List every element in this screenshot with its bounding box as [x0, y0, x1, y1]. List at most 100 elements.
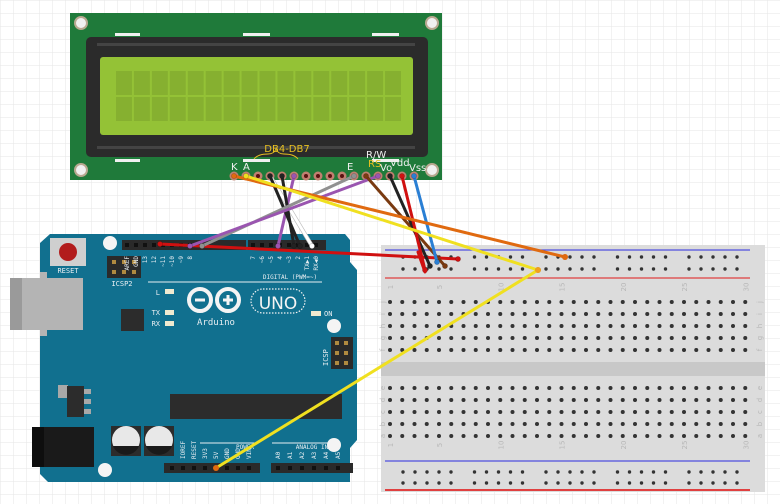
terminal-hole[interactable]: [522, 386, 527, 390]
terminal-hole[interactable]: [706, 324, 711, 328]
rail-hole[interactable]: [723, 255, 727, 259]
terminal-hole[interactable]: [535, 398, 539, 402]
terminal-hole[interactable]: [510, 398, 515, 402]
terminal-hole[interactable]: [473, 434, 478, 438]
terminal-hole[interactable]: [669, 336, 674, 340]
rail-hole[interactable]: [735, 267, 739, 271]
terminal-hole[interactable]: [510, 434, 515, 438]
rail-hole[interactable]: [520, 470, 525, 474]
terminal-hole[interactable]: [694, 300, 699, 304]
terminal-hole[interactable]: [596, 324, 601, 328]
terminal-hole[interactable]: [620, 386, 625, 390]
terminal-hole[interactable]: [400, 312, 405, 316]
terminal-hole[interactable]: [731, 434, 735, 438]
terminal-hole[interactable]: [743, 398, 748, 402]
terminal-hole[interactable]: [645, 312, 650, 316]
rail-hole[interactable]: [520, 255, 525, 259]
terminal-hole[interactable]: [547, 434, 552, 438]
terminal-hole[interactable]: [437, 324, 441, 328]
digital-pin[interactable]: [125, 243, 129, 247]
terminal-hole[interactable]: [706, 434, 711, 438]
terminal-hole[interactable]: [412, 336, 417, 340]
rail-hole[interactable]: [651, 267, 656, 271]
terminal-hole[interactable]: [522, 324, 527, 328]
terminal-hole[interactable]: [694, 434, 699, 438]
terminal-hole[interactable]: [718, 324, 723, 328]
terminal-hole[interactable]: [669, 312, 674, 316]
rail-hole[interactable]: [627, 255, 632, 259]
terminal-hole[interactable]: [449, 410, 454, 414]
rail-hole[interactable]: [687, 267, 691, 271]
terminal-hole[interactable]: [731, 312, 735, 316]
terminal-hole[interactable]: [608, 324, 613, 328]
terminal-hole[interactable]: [547, 312, 552, 316]
terminal-hole[interactable]: [706, 410, 711, 414]
terminal-hole[interactable]: [400, 324, 405, 328]
terminal-hole[interactable]: [388, 324, 392, 328]
terminal-hole[interactable]: [633, 348, 637, 352]
digital-pin[interactable]: [287, 243, 291, 247]
terminal-hole[interactable]: [657, 410, 662, 414]
rail-hole[interactable]: [568, 470, 572, 474]
terminal-hole[interactable]: [449, 336, 454, 340]
terminal-hole[interactable]: [498, 386, 503, 390]
terminal-hole[interactable]: [473, 422, 478, 426]
terminal-hole[interactable]: [706, 300, 711, 304]
rail-hole[interactable]: [496, 470, 501, 474]
terminal-hole[interactable]: [669, 434, 674, 438]
rail-hole[interactable]: [425, 481, 429, 485]
terminal-hole[interactable]: [449, 434, 454, 438]
rail-hole[interactable]: [437, 481, 441, 485]
terminal-hole[interactable]: [657, 336, 662, 340]
terminal-hole[interactable]: [388, 348, 392, 352]
terminal-hole[interactable]: [437, 434, 441, 438]
terminal-hole[interactable]: [608, 348, 613, 352]
terminal-hole[interactable]: [437, 336, 441, 340]
terminal-hole[interactable]: [718, 422, 723, 426]
rail-hole[interactable]: [615, 255, 620, 259]
terminal-hole[interactable]: [669, 386, 674, 390]
terminal-hole[interactable]: [461, 324, 466, 328]
terminal-hole[interactable]: [669, 348, 674, 352]
terminal-hole[interactable]: [694, 422, 699, 426]
terminal-hole[interactable]: [571, 348, 576, 352]
terminal-hole[interactable]: [645, 386, 650, 390]
power-pin[interactable]: [236, 466, 240, 470]
rail-hole[interactable]: [639, 481, 644, 485]
terminal-hole[interactable]: [596, 348, 601, 352]
terminal-hole[interactable]: [559, 398, 564, 402]
terminal-hole[interactable]: [535, 422, 539, 426]
terminal-hole[interactable]: [400, 410, 405, 414]
terminal-hole[interactable]: [620, 348, 625, 352]
terminal-hole[interactable]: [461, 386, 466, 390]
terminal-hole[interactable]: [388, 434, 392, 438]
rail-hole[interactable]: [568, 255, 572, 259]
terminal-hole[interactable]: [424, 422, 429, 426]
terminal-hole[interactable]: [620, 336, 625, 340]
power-pin[interactable]: [203, 466, 207, 470]
terminal-hole[interactable]: [461, 348, 466, 352]
terminal-hole[interactable]: [535, 410, 539, 414]
rail-hole[interactable]: [544, 470, 548, 474]
terminal-hole[interactable]: [584, 336, 588, 340]
terminal-hole[interactable]: [584, 324, 588, 328]
terminal-hole[interactable]: [559, 410, 564, 414]
terminal-hole[interactable]: [510, 324, 515, 328]
terminal-hole[interactable]: [437, 410, 441, 414]
terminal-hole[interactable]: [547, 422, 552, 426]
terminal-hole[interactable]: [424, 324, 429, 328]
terminal-hole[interactable]: [559, 324, 564, 328]
terminal-hole[interactable]: [498, 410, 503, 414]
terminal-hole[interactable]: [400, 422, 405, 426]
terminal-hole[interactable]: [412, 398, 417, 402]
terminal-hole[interactable]: [584, 434, 588, 438]
terminal-hole[interactable]: [620, 324, 625, 328]
terminal-hole[interactable]: [620, 312, 625, 316]
rail-hole[interactable]: [580, 267, 584, 271]
terminal-hole[interactable]: [486, 312, 490, 316]
terminal-hole[interactable]: [498, 300, 503, 304]
terminal-hole[interactable]: [449, 312, 454, 316]
terminal-hole[interactable]: [694, 324, 699, 328]
terminal-hole[interactable]: [633, 324, 637, 328]
terminal-hole[interactable]: [449, 422, 454, 426]
